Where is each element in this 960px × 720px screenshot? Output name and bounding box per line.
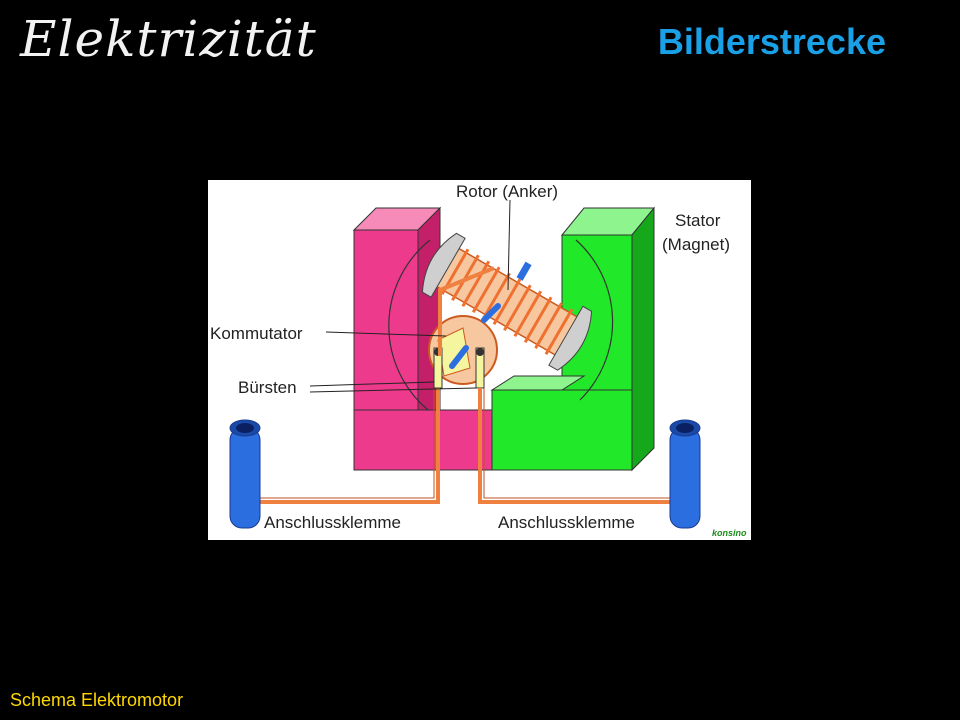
label-anschlussklemme-left: Anschlussklemme bbox=[264, 513, 401, 532]
label-anschlussklemme-right: Anschlussklemme bbox=[498, 513, 635, 532]
artist-signature: konsino bbox=[712, 528, 747, 538]
label-rotor: Rotor (Anker) bbox=[456, 182, 558, 201]
motor-schematic: Rotor (Anker) Stator (Magnet) Kommutator… bbox=[210, 182, 747, 538]
slide-caption: Schema Elektromotor bbox=[10, 690, 184, 710]
rotor-armature bbox=[421, 232, 593, 371]
pole-arc-left bbox=[388, 239, 431, 411]
stator-magnet-right bbox=[490, 206, 656, 472]
stator-magnet-left bbox=[352, 206, 495, 471]
label-stator: Stator bbox=[675, 211, 721, 230]
slide-title: Elektrizität bbox=[20, 10, 317, 68]
wires bbox=[258, 266, 672, 504]
label-stator-magnet: (Magnet) bbox=[662, 235, 730, 254]
terminal-left bbox=[229, 419, 261, 529]
slide-subtitle: Bilderstrecke bbox=[657, 21, 886, 62]
terminal-right bbox=[669, 419, 701, 529]
electric-motor-diagram: Rotor (Anker) Stator (Magnet) Kommutator… bbox=[208, 180, 751, 540]
pole-arc-right bbox=[575, 239, 614, 401]
label-buersten: Bürsten bbox=[238, 378, 297, 397]
label-kommutator: Kommutator bbox=[210, 324, 303, 343]
